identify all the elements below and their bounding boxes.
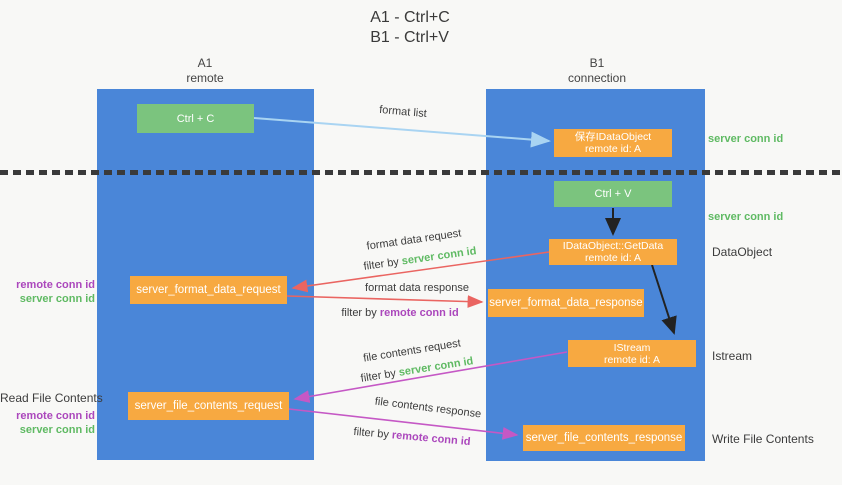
node-idataobject-getdata: IDataObject::GetData remote id: A: [549, 239, 677, 265]
left-server-conn-id-2: server conn id: [19, 424, 95, 436]
arrow-format-data-request: [291, 251, 550, 293]
remote-conn-id-text: remote conn id: [379, 307, 459, 319]
node-server-format-data-response: server_format_data_response: [488, 289, 644, 317]
column-a1-name: A1: [197, 56, 213, 70]
node-save-idataobject-line2: remote id: A: [584, 143, 642, 155]
node-server-format-data-request: server_format_data_request: [130, 276, 287, 304]
arrow-getdata-to-istream: [651, 264, 677, 335]
column-header-a1: A1 remote: [186, 56, 223, 86]
arrow-file-contents-response: [288, 408, 519, 440]
node-ctrl-v: Ctrl + V: [554, 181, 672, 207]
arrow-format-list: [253, 117, 551, 148]
node-ctrl-c: Ctrl + C: [137, 104, 254, 133]
node-server-file-contents-request-label: server_file_contents_request: [134, 400, 283, 412]
arrow-file-contents-request: [293, 351, 568, 403]
label-format-data-response: format data response: [365, 282, 469, 294]
node-save-idataobject: 保存IDataObject remote id: A: [554, 129, 672, 157]
node-server-file-contents-response-label: server_file_contents_response: [525, 432, 683, 444]
title-line-1: A1 - Ctrl+C: [370, 9, 450, 26]
left-remote-conn-id-1: remote conn id: [16, 279, 95, 291]
left-read-file-contents: Read File Contents: [0, 391, 103, 405]
node-idataobject-getdata-line2: remote id: A: [584, 252, 642, 264]
node-istream-line1: IStream: [613, 341, 651, 354]
node-ctrl-v-label: Ctrl + V: [594, 188, 632, 200]
title-line-2: B1 - Ctrl+V: [370, 29, 449, 46]
right-server-conn-id-1: server conn id: [708, 133, 784, 145]
right-istream-label: Istream: [712, 349, 753, 363]
right-write-file-contents: Write File Contents: [712, 432, 814, 446]
dotted-boundary-line: [0, 170, 842, 175]
left-remote-conn-id-2: remote conn id: [16, 410, 95, 422]
node-server-format-data-response-label: server_format_data_response: [489, 297, 643, 309]
filter-by-text: filter by: [341, 307, 377, 319]
right-dataobject-label: DataObject: [712, 245, 773, 259]
node-istream-line2: remote id: A: [603, 353, 661, 366]
node-server-file-contents-request: server_file_contents_request: [128, 392, 289, 420]
right-server-conn-id-2: server conn id: [708, 211, 784, 223]
column-b1-subtitle: connection: [567, 71, 627, 85]
column-a1-subtitle: remote: [186, 71, 224, 85]
left-server-conn-id-1: server conn id: [19, 293, 95, 305]
node-ctrl-c-label: Ctrl + C: [176, 112, 215, 125]
diagram-title: A1 - Ctrl+C B1 - Ctrl+V: [370, 8, 450, 48]
label-filter-by-remote-conn-id-1: filter by remote conn id: [341, 307, 458, 319]
node-istream: IStream remote id: A: [568, 340, 696, 367]
node-server-format-data-request-label: server_format_data_request: [136, 284, 281, 296]
node-server-file-contents-response: server_file_contents_response: [523, 425, 685, 451]
arrow-format-data-response: [286, 295, 484, 308]
node-idataobject-getdata-line1: IDataObject::GetData: [562, 240, 664, 252]
column-b1-name: B1: [589, 56, 605, 70]
node-save-idataobject-line1: 保存IDataObject: [574, 131, 652, 143]
column-header-b1: B1 connection: [568, 56, 626, 86]
